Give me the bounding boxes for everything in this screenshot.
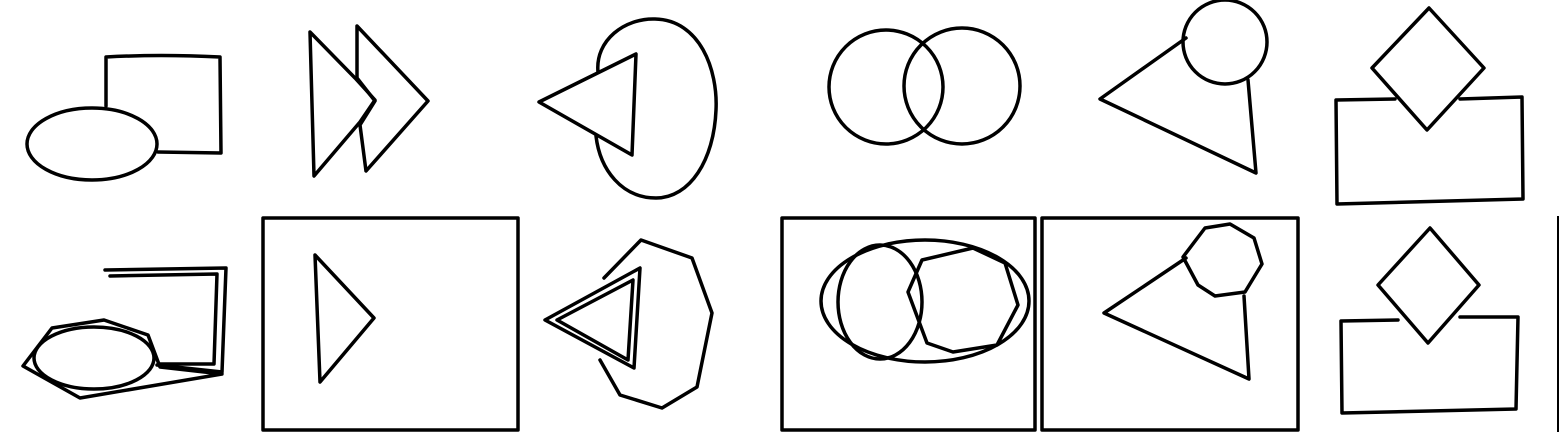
- sketch-triangle-circle: [1098, 0, 1269, 175]
- sketch-circle-right: [902, 26, 1022, 146]
- recon-diamond: [1376, 226, 1481, 345]
- sketch-circle: [1181, 0, 1269, 86]
- recon-boxed-circles: [780, 216, 1037, 432]
- recon-ellipse: [32, 325, 156, 391]
- recon-ellipse-left: [836, 243, 924, 361]
- recon-diamond-rectangle: [1339, 226, 1520, 415]
- recon-boxed-triangle-octagon: [1040, 216, 1300, 432]
- sketch-arrowhead-right: [355, 24, 430, 173]
- sketch-diamond: [1370, 6, 1486, 132]
- sketch-rectangle: [104, 53, 223, 155]
- recon-octagon: [1181, 222, 1264, 298]
- sketch-triangle: [537, 52, 638, 157]
- recon-hexagon: [906, 246, 1020, 354]
- sketch-row: [25, 0, 1525, 206]
- recon-frame: [261, 216, 520, 432]
- recon-triangle: [313, 253, 376, 384]
- recon-triangle-inner: [555, 278, 635, 362]
- recon-ellipse-rectangle: [21, 266, 228, 400]
- sketch-ellipse-rectangle: [25, 53, 223, 182]
- recon-ellipse-large: [819, 238, 1031, 364]
- recon-heptagon: [598, 238, 714, 410]
- recon-triangle-outer: [543, 266, 642, 370]
- sketch-diamond-rectangle: [1334, 6, 1525, 206]
- recon-triangle: [1102, 256, 1251, 381]
- recon-rectangle: [1339, 315, 1520, 415]
- recon-frame: [780, 216, 1037, 432]
- sketch-two-circles: [827, 26, 1022, 146]
- sketch-ellipse: [594, 17, 718, 200]
- recon-triangle-heptagon: [543, 238, 714, 410]
- reconstruction-row: [21, 216, 1520, 432]
- recon-boxed-triangle: [261, 216, 520, 432]
- recon-rectangle-outer: [103, 266, 228, 374]
- sketch-double-arrowhead: [308, 24, 430, 178]
- sketch-rectangle: [1334, 95, 1525, 206]
- sketch-circle-left: [827, 28, 945, 146]
- sketch-ellipse: [25, 106, 159, 182]
- recon-frame: [1040, 216, 1300, 432]
- recon-rectangle-inner: [108, 272, 219, 366]
- sketch-triangle-ellipse: [537, 17, 718, 200]
- sketch-triangle: [1098, 36, 1258, 175]
